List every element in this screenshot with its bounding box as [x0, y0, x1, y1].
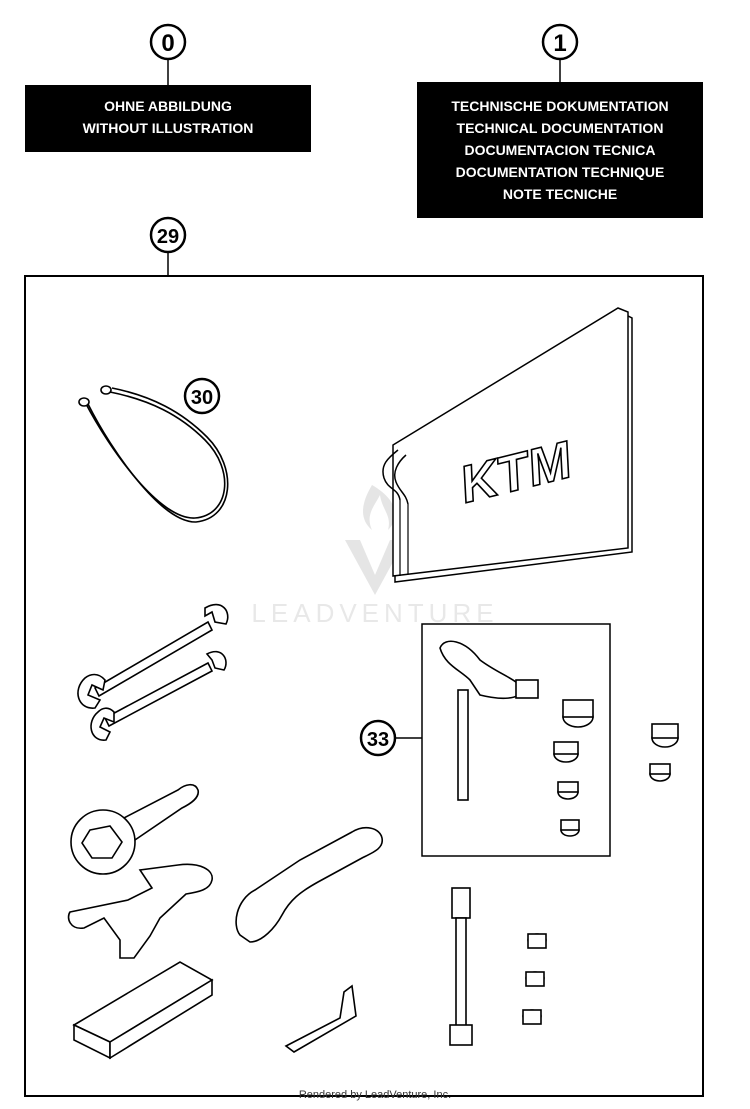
- label-box-1-line-2: TECHNICAL DOCUMENTATION: [457, 120, 664, 136]
- steel-cable: [78, 385, 229, 523]
- label-box-1-line-1: TECHNISCHE DOKUMENTATION: [451, 98, 668, 114]
- t-handle-set-frame: [421, 623, 611, 857]
- spark-plug-wrench: [449, 887, 473, 1046]
- label-box-0-line-1: OHNE ABBILDUNG: [104, 98, 232, 114]
- tool-kit-frame: [24, 275, 704, 1097]
- callout-33[interactable]: 33: [359, 719, 422, 757]
- open-end-wrenches: [77, 603, 229, 741]
- watermark: LEADVENTURE: [251, 485, 498, 628]
- label-box-0-line-2: WITHOUT ILLUSTRATION: [83, 120, 254, 136]
- callout-29[interactable]: 29: [149, 216, 187, 276]
- double-open-wrench: [67, 863, 213, 959]
- callout-33-number: 33: [367, 729, 389, 751]
- document-bag: KTM: [382, 307, 633, 583]
- bits: [522, 933, 547, 1025]
- t-handle-driver: [439, 640, 539, 801]
- label-box-1-line-5: NOTE TECNICHE: [503, 186, 617, 202]
- label-box-1-line-3: DOCUMENTACION TECNICA: [464, 142, 655, 158]
- loose-sockets: [649, 723, 679, 782]
- callout-0[interactable]: 0: [149, 23, 187, 85]
- hook-spanner: [235, 826, 384, 943]
- watermark-flame-icon: [363, 485, 396, 530]
- callout-1[interactable]: 1: [541, 23, 579, 82]
- callout-29-number: 29: [157, 226, 179, 248]
- hex-key: [284, 984, 357, 1053]
- callout-0-number: 0: [161, 30, 174, 57]
- callout-30[interactable]: 30: [183, 377, 221, 415]
- footer-credit: Rendered by LeadVenture, Inc.: [298, 1089, 452, 1101]
- label-box-without-illustration: OHNE ABBILDUNG WITHOUT ILLUSTRATION: [25, 85, 311, 152]
- label-box-1-line-4: DOCUMENTATION TECHNIQUE: [456, 164, 665, 180]
- watermark-v-icon: [345, 540, 405, 595]
- hex-box-wrench: [70, 783, 200, 875]
- callout-1-number: 1: [553, 30, 566, 57]
- flat-bar: [72, 961, 214, 1060]
- label-box-technical-documentation: TECHNISCHE DOKUMENTATION TECHNICAL DOCUM…: [417, 82, 703, 218]
- sockets-in-set: [553, 699, 594, 837]
- callout-30-number: 30: [191, 387, 213, 409]
- watermark-text: LEADVENTURE: [251, 598, 498, 628]
